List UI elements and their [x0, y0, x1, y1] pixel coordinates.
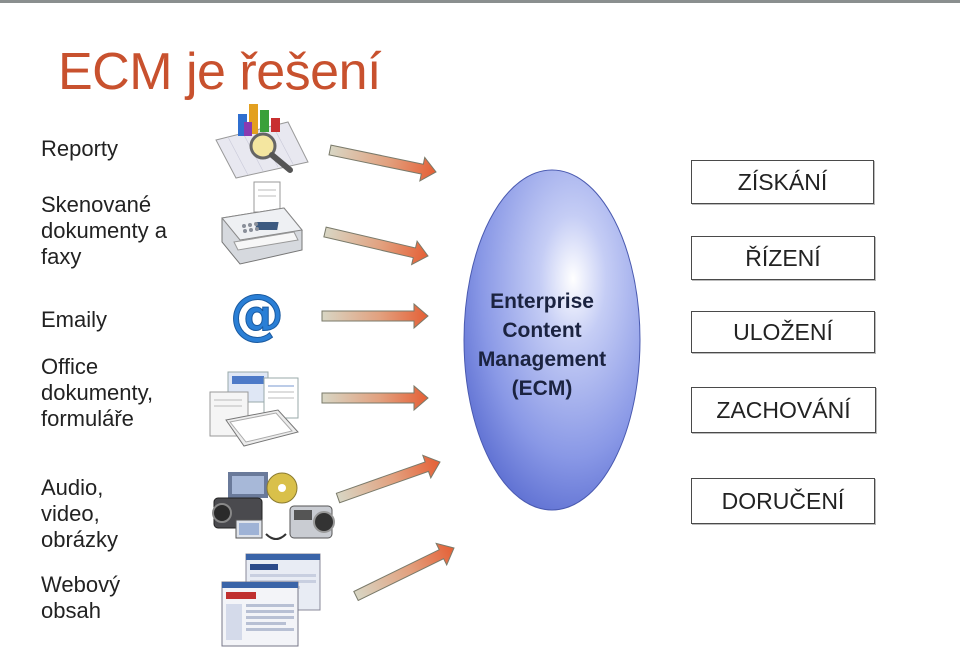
source-line: dokumenty a [41, 218, 167, 243]
fax-machine-icon [221, 181, 303, 265]
flow-arrow [323, 226, 429, 266]
flow-arrow [321, 384, 429, 412]
ecm-line: Enterprise [490, 290, 594, 313]
source-label-reporty: Reporty [41, 136, 118, 162]
stage-box-zachovani: ZACHOVÁNÍ [691, 387, 876, 433]
chart-magnifier-icon [215, 104, 309, 179]
source-line: Reporty [41, 136, 119, 161]
ecm-line: (ECM) [511, 377, 573, 400]
ecm-label: Enterprise Content Management (ECM) [460, 287, 624, 403]
flow-arrow [321, 302, 429, 330]
camcorder-icon [212, 472, 335, 540]
flow-arrow [335, 454, 441, 504]
flow-arrow [353, 542, 455, 602]
web-pages-icon [221, 553, 321, 647]
source-line: Skenované [41, 192, 152, 217]
source-label-emaily: Emaily [41, 307, 107, 333]
ecm-line: Management [477, 348, 607, 371]
source-line: Audio, [41, 475, 104, 500]
stage-box-ziskani: ZÍSKÁNÍ [691, 160, 874, 204]
source-line: Webový [41, 572, 121, 597]
ecm-line: Content [502, 319, 582, 342]
source-line: Office [41, 354, 99, 379]
documents-icon [209, 371, 299, 447]
source-line: faxy [41, 244, 82, 269]
flow-arrow [328, 144, 437, 182]
source-label-web: Webový obsah [41, 572, 120, 624]
source-line: obrázky [41, 527, 119, 552]
top-rule [0, 0, 960, 3]
stage-box-ulozeni: ULOŽENÍ [691, 311, 875, 353]
at-sign-icon: @ [230, 287, 285, 343]
page-title: ECM je řešení [58, 43, 381, 101]
source-label-skenovane: Skenované dokumenty a faxy [41, 192, 167, 270]
stage-box-doruceni: DORUČENÍ [691, 478, 875, 524]
source-label-office: Office dokumenty, formuláře [41, 354, 153, 432]
source-label-audio: Audio, video, obrázky [41, 475, 118, 553]
source-line: Emaily [41, 307, 108, 332]
svg-text:@: @ [230, 287, 284, 343]
source-line: dokumenty, [41, 380, 154, 405]
source-line: video, [41, 501, 100, 526]
source-line: obsah [41, 598, 101, 623]
source-line: formuláře [41, 406, 134, 431]
stage-box-rizeni: ŘÍZENÍ [691, 236, 875, 280]
